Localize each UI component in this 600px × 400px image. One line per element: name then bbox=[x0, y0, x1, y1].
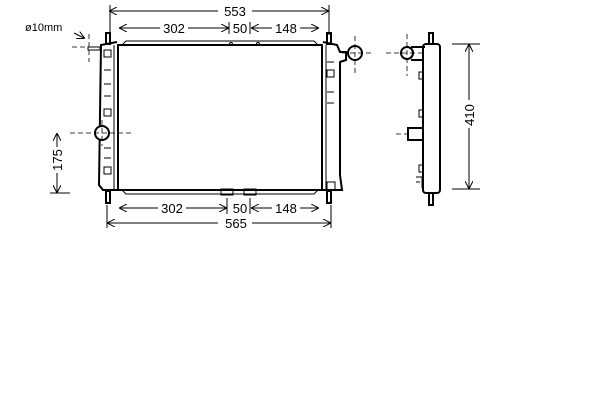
radiator-front-view bbox=[70, 32, 372, 204]
dim-553: 553 bbox=[224, 4, 246, 19]
left-top-peg bbox=[105, 32, 111, 45]
dim-bottom-302: 302 bbox=[161, 201, 183, 216]
pipe-diameter-label: ø10mm bbox=[25, 22, 62, 34]
left-bottom-peg bbox=[105, 190, 111, 204]
dim-175: 175 bbox=[50, 149, 65, 171]
small-pipe bbox=[87, 46, 101, 51]
radiator-side-view bbox=[386, 32, 441, 206]
radiator-core bbox=[117, 44, 323, 191]
side-tank bbox=[422, 43, 441, 194]
dim-top-50: 50 bbox=[233, 21, 247, 36]
dim-bottom-50: 50 bbox=[233, 201, 247, 216]
bottom-rail bbox=[121, 189, 319, 195]
dim-bottom-148: 148 bbox=[275, 201, 297, 216]
dim-410: 410 bbox=[462, 104, 477, 126]
side-inlet-pipe bbox=[407, 127, 424, 141]
dim-565: 565 bbox=[225, 216, 247, 231]
drain-fittings bbox=[220, 188, 257, 196]
dim-top-302: 302 bbox=[163, 21, 185, 36]
right-tank bbox=[322, 41, 347, 191]
dim-top-148: 148 bbox=[275, 21, 297, 36]
top-rail bbox=[121, 40, 319, 46]
right-bottom-peg bbox=[326, 190, 332, 204]
dimension-labels: 553 302 50 148 302 50 148 565 175 410 ø1… bbox=[25, 3, 477, 231]
